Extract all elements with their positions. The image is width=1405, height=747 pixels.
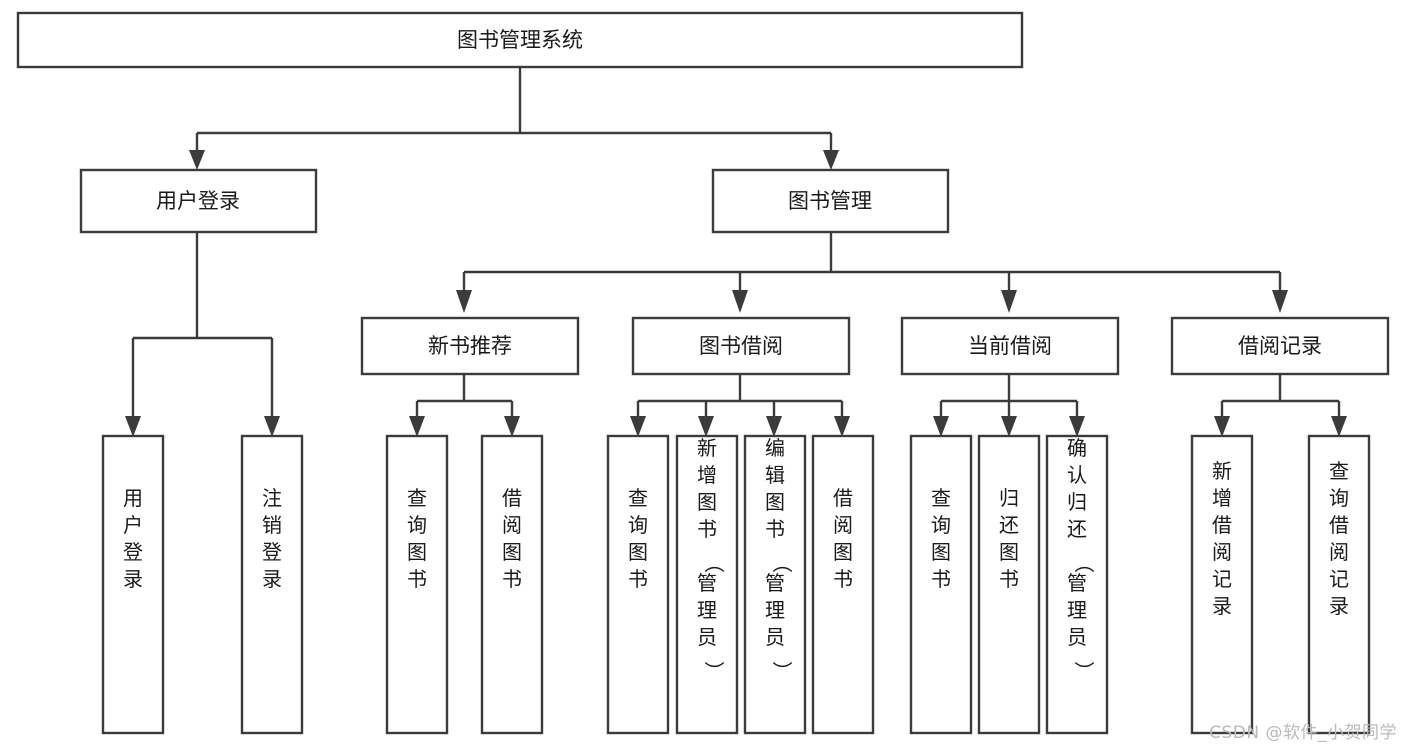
leaf-current-borrow-3-box bbox=[1045, 434, 1109, 735]
leaf-user-login-1[interactable]: 用户登录 bbox=[101, 434, 165, 735]
node-book-borrow-box bbox=[631, 316, 851, 376]
svg-text:）: ） bbox=[702, 661, 726, 681]
leaf-book-borrow-3-label: 编辑图书管理员 bbox=[765, 436, 785, 649]
connector-group-book-mgmt bbox=[456, 232, 1288, 313]
leaf-borrow-record-1[interactable]: 新增借阅记录 bbox=[1190, 434, 1254, 735]
arrow-borrow-record-leaf-1-icon bbox=[1214, 416, 1230, 437]
node-user-login[interactable]: 用户登录 bbox=[79, 168, 318, 234]
node-new-book-recommend[interactable]: 新书推荐 bbox=[360, 316, 580, 376]
leaf-borrow-record-1-label: 新增借阅记录 bbox=[1212, 459, 1232, 618]
svg-text:（: （ bbox=[702, 553, 726, 573]
leaf-current-borrow-3[interactable]: 确认归还管理员 （ ） bbox=[1045, 434, 1109, 735]
node-borrow-record[interactable]: 借阅记录 bbox=[1170, 316, 1390, 376]
arrow-book-borrow-leaf-3-icon bbox=[766, 416, 782, 437]
node-new-book-recommend-label: 新书推荐 bbox=[428, 334, 512, 358]
connector-group-root bbox=[189, 67, 839, 170]
leaf-current-borrow-1[interactable]: 查询图书 bbox=[909, 434, 973, 735]
connector-group-book-borrow bbox=[630, 374, 850, 437]
connector-group-current-borrow bbox=[933, 374, 1085, 437]
leaf-new-book-2-box bbox=[480, 434, 544, 735]
arrow-user-login-leaf-2-icon bbox=[264, 416, 280, 437]
arrow-current-borrow-leaf-1-icon bbox=[933, 416, 949, 437]
leaf-book-borrow-2-box bbox=[675, 434, 739, 735]
arrow-book-mgmt-to-borrow-icon bbox=[732, 290, 748, 313]
leaf-book-borrow-1-label: 查询图书 bbox=[628, 486, 648, 591]
arrow-root-to-user-login-icon bbox=[189, 150, 205, 170]
node-book-borrow-label: 图书借阅 bbox=[699, 334, 783, 358]
leaf-user-login-1-label: 用户登录 bbox=[123, 486, 143, 591]
arrow-current-borrow-leaf-3-icon bbox=[1069, 416, 1085, 437]
leaf-book-borrow-2-label: 新增图书管理员 bbox=[697, 436, 717, 649]
arrow-user-login-leaf-1-icon bbox=[125, 416, 141, 437]
svg-text:（: （ bbox=[1072, 553, 1096, 573]
leaf-borrow-record-1-box bbox=[1190, 434, 1254, 735]
node-root-label: 图书管理系统 bbox=[457, 28, 583, 52]
leaf-borrow-record-2-box bbox=[1307, 434, 1371, 735]
leaf-current-borrow-3-label: 确认归还管理员 bbox=[1067, 436, 1087, 649]
leaf-borrow-record-2[interactable]: 查询借阅记录 bbox=[1307, 434, 1371, 735]
leaf-new-book-2-label: 借阅图书 bbox=[502, 486, 522, 591]
connector-group-borrow-record bbox=[1214, 374, 1347, 437]
arrow-borrow-record-leaf-2-icon bbox=[1331, 416, 1347, 437]
leaf-user-login-1-box bbox=[101, 434, 165, 735]
leaf-book-borrow-1[interactable]: 查询图书 bbox=[606, 434, 670, 735]
leaf-book-borrow-2[interactable]: 新增图书管理员 （ ） bbox=[675, 434, 739, 735]
leaf-current-borrow-1-label: 查询图书 bbox=[931, 486, 951, 591]
leaf-new-book-1-box bbox=[385, 434, 449, 735]
arrow-new-book-leaf-1-icon bbox=[409, 416, 425, 437]
svg-text:）: ） bbox=[1072, 661, 1096, 681]
node-borrow-record-box bbox=[1170, 316, 1390, 376]
node-book-borrow[interactable]: 图书借阅 bbox=[631, 316, 851, 376]
connector-group-new-book bbox=[409, 374, 520, 437]
leaf-user-login-2-box bbox=[240, 434, 304, 735]
arrow-current-borrow-leaf-2-icon bbox=[1001, 416, 1017, 437]
leaf-current-borrow-2[interactable]: 归还图书 bbox=[977, 434, 1041, 735]
arrow-book-mgmt-to-record-icon bbox=[1272, 290, 1288, 313]
csdn-watermark: CSDN @软件_小贺同学 bbox=[1209, 723, 1397, 743]
node-book-management-box bbox=[711, 168, 950, 234]
leaf-book-borrow-4-box bbox=[811, 434, 875, 735]
leaf-book-borrow-1-box bbox=[606, 434, 670, 735]
node-book-management-label: 图书管理 bbox=[788, 189, 872, 213]
leaf-book-borrow-3[interactable]: 编辑图书管理员 （ ） bbox=[743, 434, 807, 735]
leaf-new-book-1-label: 查询图书 bbox=[407, 486, 427, 591]
svg-text:）: ） bbox=[770, 661, 794, 681]
leaf-book-borrow-4[interactable]: 借阅图书 bbox=[811, 434, 875, 735]
leaf-new-book-1[interactable]: 查询图书 bbox=[385, 434, 449, 735]
arrow-book-borrow-leaf-2-icon bbox=[698, 416, 714, 437]
arrow-root-to-book-mgmt-icon bbox=[823, 150, 839, 170]
node-borrow-record-label: 借阅记录 bbox=[1238, 334, 1322, 358]
node-current-borrow-box bbox=[900, 316, 1120, 376]
leaf-current-borrow-2-label: 归还图书 bbox=[999, 486, 1019, 591]
node-root-book-management-system[interactable]: 图书管理系统 bbox=[16, 11, 1024, 69]
node-user-login-box bbox=[79, 168, 318, 234]
node-root-box bbox=[16, 11, 1024, 69]
svg-text:（: （ bbox=[770, 553, 794, 573]
node-current-borrow-label: 当前借阅 bbox=[968, 334, 1052, 358]
leaf-current-borrow-1-box bbox=[909, 434, 973, 735]
arrow-book-mgmt-to-current-icon bbox=[1001, 290, 1017, 313]
leaf-book-borrow-4-label: 借阅图书 bbox=[833, 486, 853, 591]
arrow-book-mgmt-to-new-book-icon bbox=[456, 290, 472, 313]
leaf-new-book-2[interactable]: 借阅图书 bbox=[480, 434, 544, 735]
leaf-book-borrow-3-box bbox=[743, 434, 807, 735]
node-current-borrow[interactable]: 当前借阅 bbox=[900, 316, 1120, 376]
node-user-login-label: 用户登录 bbox=[156, 189, 240, 213]
connector-group-user-login bbox=[125, 232, 280, 437]
node-book-management[interactable]: 图书管理 bbox=[711, 168, 950, 234]
leaf-user-login-2[interactable]: 注销登录 bbox=[240, 434, 304, 735]
leaf-borrow-record-2-label: 查询借阅记录 bbox=[1329, 459, 1349, 618]
arrow-new-book-leaf-2-icon bbox=[504, 416, 520, 437]
leaf-current-borrow-2-box bbox=[977, 434, 1041, 735]
arrow-book-borrow-leaf-1-icon bbox=[630, 416, 646, 437]
leaf-user-login-2-label: 注销登录 bbox=[262, 486, 282, 591]
node-new-book-recommend-box bbox=[360, 316, 580, 376]
arrow-book-borrow-leaf-4-icon bbox=[834, 416, 850, 437]
